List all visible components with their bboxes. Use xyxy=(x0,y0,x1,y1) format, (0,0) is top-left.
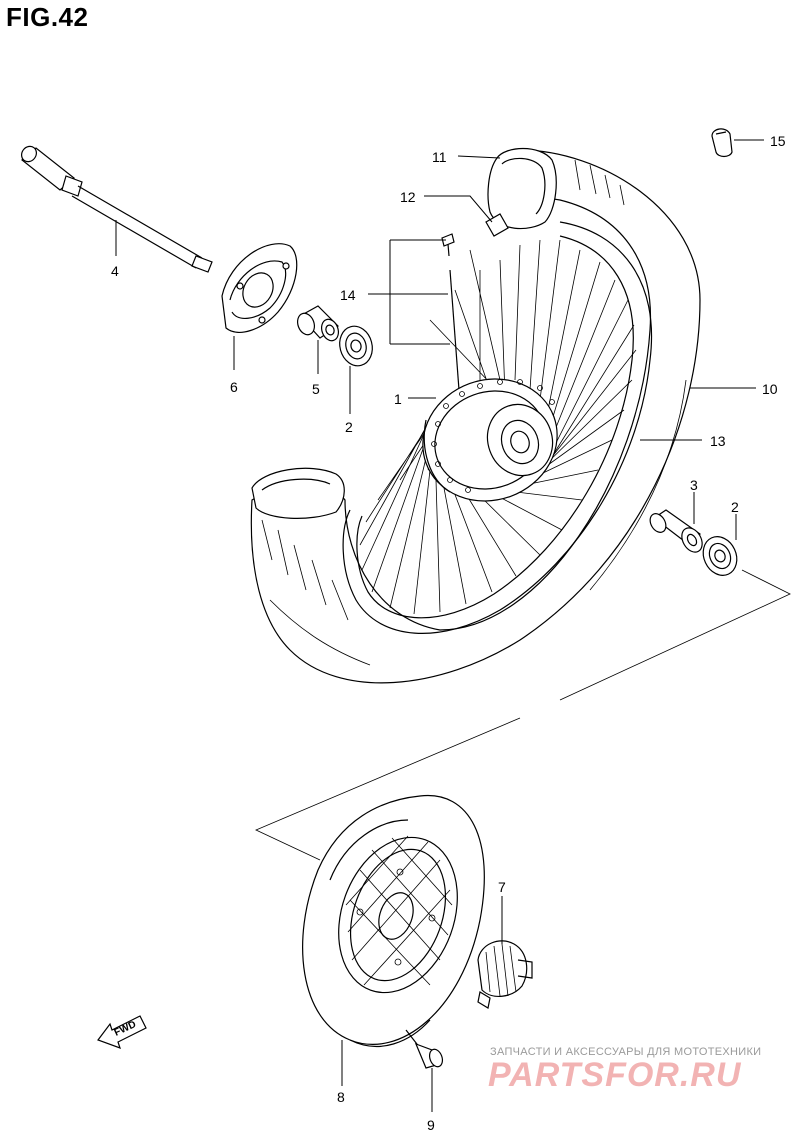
spoke-nipple[interactable] xyxy=(441,233,455,257)
watermark-caption: ЗАПЧАСТИ И АКСЕССУАРЫ ДЛЯ МОТОТЕХНИКИ xyxy=(490,1046,762,1058)
wheel-bearing-left[interactable] xyxy=(335,323,376,370)
leader-lines xyxy=(115,139,764,1112)
wheel-rim[interactable] xyxy=(342,221,653,634)
wheel-hub[interactable] xyxy=(406,360,575,519)
callout-10: 10 xyxy=(762,381,778,397)
wheel-bearing-right[interactable] xyxy=(697,531,743,581)
watermark-logo: PARTSFOR.RU xyxy=(488,1056,742,1094)
callout-15: 15 xyxy=(770,133,786,149)
forward-direction-arrow: FWD xyxy=(97,1015,147,1049)
disc-bolt[interactable] xyxy=(405,1029,445,1069)
assembly-guide-lines xyxy=(255,569,791,861)
balance-weight-clip[interactable] xyxy=(711,128,733,158)
callout-11: 11 xyxy=(432,149,447,165)
callout-14: 14 xyxy=(340,287,356,303)
wheel-spacer-right[interactable] xyxy=(647,509,706,556)
callout-6: 6 xyxy=(230,379,238,395)
callout-12: 12 xyxy=(400,189,416,205)
callout-2-left: 2 xyxy=(345,419,353,435)
callout-labels: 4 6 5 2 1 11 12 14 15 10 13 3 2 7 8 9 xyxy=(111,133,786,1133)
callout-1: 1 xyxy=(394,391,402,407)
callout-9: 9 xyxy=(427,1117,435,1133)
callout-3: 3 xyxy=(690,477,698,493)
callout-2-right: 2 xyxy=(731,499,739,515)
callout-4: 4 xyxy=(111,263,119,279)
hub-cover-plate[interactable] xyxy=(221,243,298,333)
callout-7: 7 xyxy=(498,879,506,895)
speedometer-gearbox[interactable] xyxy=(477,940,533,1009)
figure-title: FIG.42 xyxy=(6,2,89,32)
callout-8: 8 xyxy=(337,1089,345,1105)
spoke-set[interactable] xyxy=(359,239,637,615)
callout-5: 5 xyxy=(312,381,320,397)
front-tire[interactable] xyxy=(250,148,701,684)
callout-13: 13 xyxy=(710,433,726,449)
brake-disc[interactable] xyxy=(302,794,485,1048)
front-axle[interactable] xyxy=(19,143,213,273)
tube-valve[interactable] xyxy=(485,213,509,237)
wheel-spacer[interactable] xyxy=(295,305,342,343)
